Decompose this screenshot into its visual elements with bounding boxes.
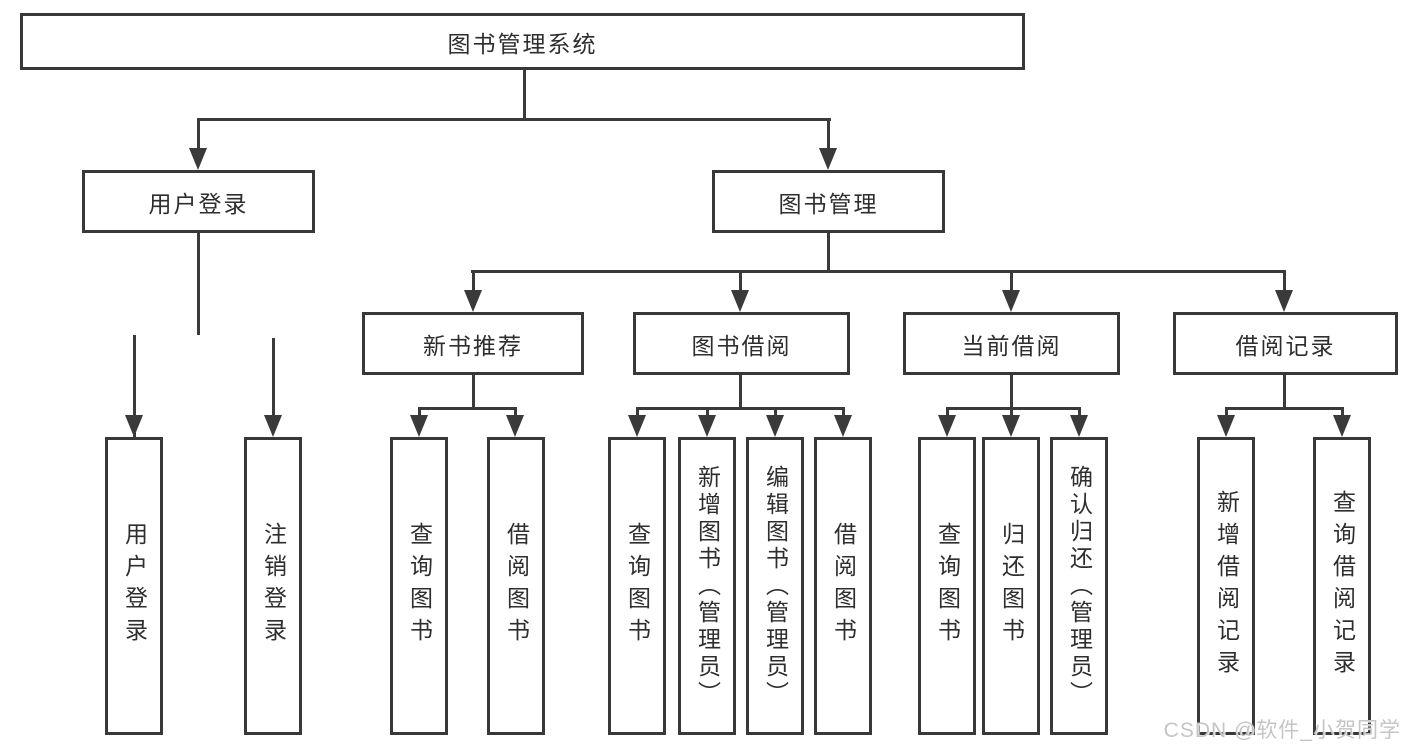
connector-line [739, 273, 742, 290]
leaf-recommend-query-books-label: 查询图书 [406, 522, 433, 650]
connector-line [272, 338, 275, 415]
connector-line [946, 407, 1081, 410]
leaf-current-confirm-return-label: 确认归还（管理员） [1066, 464, 1093, 708]
arrowhead [410, 415, 428, 437]
connector-line [523, 70, 526, 118]
connector-line [1283, 375, 1286, 407]
leaf-borrow-add-books-label: 新增图书（管理员） [694, 464, 721, 708]
connector-line [827, 233, 830, 270]
node-book-management: 图书管理 [712, 170, 945, 233]
connector-line [706, 410, 709, 415]
node-new-book-recommend-label: 新书推荐 [423, 332, 523, 359]
connector-line [1010, 375, 1013, 407]
arrowhead [766, 415, 784, 437]
connector-line [842, 410, 845, 415]
leaf-record-add-label: 新增借阅记录 [1213, 490, 1240, 682]
leaf-current-confirm-return: 确认归还（管理员） [1050, 437, 1108, 735]
node-book-borrow: 图书借阅 [633, 312, 850, 375]
arrowhead [1333, 415, 1351, 437]
arrowhead [1070, 415, 1088, 437]
connector-line [1010, 273, 1013, 290]
node-current-borrow-label: 当前借阅 [961, 332, 1062, 359]
connector-line [946, 410, 949, 415]
connector-line [1225, 407, 1344, 410]
arrowhead [698, 415, 716, 437]
leaf-user-login-label: 用户登录 [121, 522, 148, 650]
leaf-borrow-query-books: 查询图书 [608, 437, 666, 735]
connector-line [1341, 410, 1344, 415]
connector-line [1225, 410, 1228, 415]
watermark: CSDN @软件_小贺同学 [1163, 719, 1401, 742]
leaf-record-add: 新增借阅记录 [1197, 437, 1255, 735]
connector-line [739, 375, 742, 407]
arrowhead [819, 148, 837, 170]
arrowhead [506, 415, 524, 437]
node-book-borrow-label: 图书借阅 [691, 332, 792, 359]
connector-line [471, 270, 1286, 273]
connector-line [197, 233, 200, 335]
arrowhead [1275, 290, 1293, 312]
node-borrow-record-label: 借阅记录 [1235, 332, 1336, 359]
arrowhead [1002, 415, 1020, 437]
node-new-book-recommend: 新书推荐 [362, 312, 584, 375]
arrowhead [938, 415, 956, 437]
connector-line [472, 375, 475, 407]
arrowhead [1002, 290, 1020, 312]
node-user-login-label: 用户登录 [148, 190, 249, 217]
arrowhead [189, 148, 207, 170]
leaf-recommend-borrow-books-label: 借阅图书 [503, 522, 530, 650]
connector-line [636, 410, 639, 415]
arrowhead [125, 415, 143, 437]
node-book-management-label: 图书管理 [778, 190, 879, 217]
connector-line [133, 338, 136, 415]
connector-line [197, 121, 200, 148]
connector-line [827, 121, 830, 148]
connector-line [418, 410, 421, 415]
connector-line [1078, 410, 1081, 415]
connector-line [197, 118, 831, 121]
leaf-borrow-borrow-books-label: 借阅图书 [830, 522, 857, 650]
connector-line [1283, 273, 1286, 290]
connector-line [774, 410, 777, 415]
leaf-borrow-borrow-books: 借阅图书 [814, 437, 872, 735]
arrowhead [1217, 415, 1235, 437]
leaf-borrow-add-books: 新增图书（管理员） [678, 437, 736, 735]
connector-line [1010, 410, 1013, 415]
arrowhead [834, 415, 852, 437]
leaf-current-query-books-label: 查询图书 [934, 522, 961, 650]
leaf-record-query-label: 查询借阅记录 [1329, 490, 1356, 682]
leaf-borrow-edit-books: 编辑图书（管理员） [746, 437, 804, 735]
leaf-recommend-query-books: 查询图书 [390, 437, 448, 735]
arrowhead [731, 290, 749, 312]
node-user-login: 用户登录 [82, 170, 315, 233]
leaf-user-login: 用户登录 [105, 437, 163, 735]
leaf-logout-label: 注销登录 [260, 522, 287, 650]
node-borrow-record: 借阅记录 [1173, 312, 1398, 375]
node-root: 图书管理系统 [20, 13, 1025, 70]
connector-line [472, 273, 475, 290]
leaf-current-return-books-label: 归还图书 [998, 522, 1025, 650]
leaf-record-query: 查询借阅记录 [1313, 437, 1371, 735]
leaf-current-query-books: 查询图书 [918, 437, 976, 735]
arrowhead [628, 415, 646, 437]
leaf-current-return-books: 归还图书 [982, 437, 1040, 735]
arrowhead [264, 415, 282, 437]
connector-line [514, 410, 517, 415]
leaf-borrow-query-books-label: 查询图书 [624, 522, 651, 650]
arrowhead [464, 290, 482, 312]
leaf-logout: 注销登录 [244, 437, 302, 735]
leaf-recommend-borrow-books: 借阅图书 [487, 437, 545, 735]
connector-line [418, 407, 517, 410]
node-root-label: 图书管理系统 [447, 30, 598, 57]
connector-line [636, 407, 845, 410]
node-current-borrow: 当前借阅 [903, 312, 1120, 375]
leaf-borrow-edit-books-label: 编辑图书（管理员） [762, 464, 789, 708]
